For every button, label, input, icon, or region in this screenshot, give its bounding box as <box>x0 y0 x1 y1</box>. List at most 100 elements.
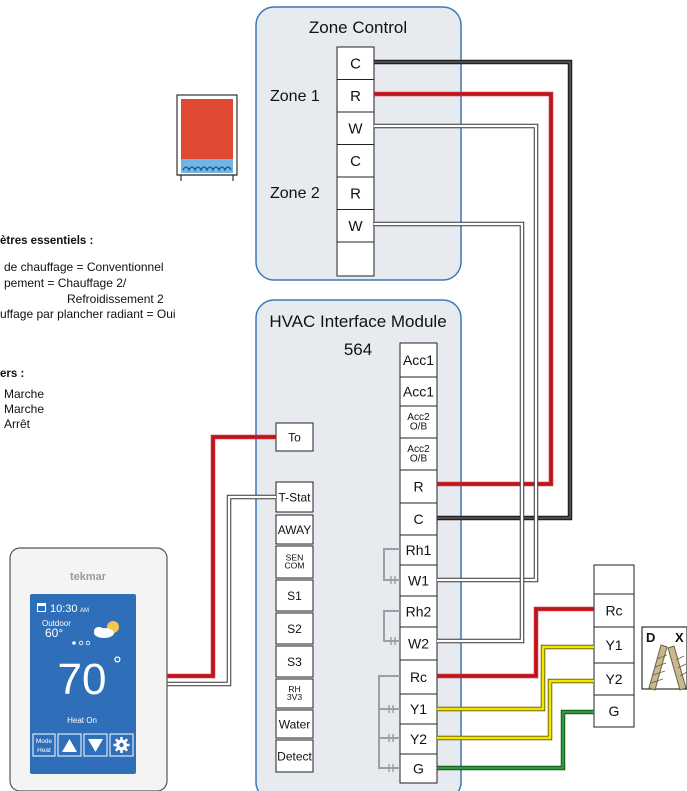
wires <box>167 59 594 771</box>
settings-line-4: uffage par plancher radiant = Oui <box>0 307 176 321</box>
cooling-terminal-label: Rc <box>605 603 622 619</box>
hvac-right-terminal <box>399 626 438 661</box>
hvac-right-terminal <box>399 437 438 471</box>
zone-terminal <box>336 241 375 277</box>
hvac-right-terminal-label: O/B <box>410 454 428 465</box>
zone-2-label: Zone 2 <box>270 185 320 202</box>
hvac-left-terminal-label: COM <box>284 560 304 570</box>
hvac-right-terminal-strip: Acc1Acc1Acc2O/BAcc2O/BRCRh1W1Rh2W2RcY1Y2… <box>399 342 438 784</box>
hvac-right-terminal-label: R <box>413 479 423 495</box>
hvac-right-terminal-label: Rh1 <box>406 542 432 558</box>
boiler-body <box>181 99 233 159</box>
zone-terminal-label: R <box>350 186 361 203</box>
hvac-left-terminal-label: To <box>288 430 301 444</box>
setpoint-degree: ° <box>113 652 122 677</box>
hvac-left-terminal-label: Detect <box>277 749 312 763</box>
dx-label-x: X <box>675 630 684 645</box>
zone-control-title: Zone Control <box>309 18 407 37</box>
hvac-right-terminal-label: G <box>413 761 424 777</box>
hvac-right-terminal-label: Y1 <box>410 701 427 717</box>
dx-label-d: D <box>646 630 655 645</box>
switch-status-1: Marche <box>4 387 44 401</box>
settings-text: ètres essentiels : de chauffage = Conven… <box>0 235 176 431</box>
hvac-left-terminal-label: AWAY <box>278 523 312 537</box>
hvac-left-terminal <box>275 545 314 579</box>
cooling-terminal-label: Y1 <box>605 637 622 653</box>
hvac-left-terminal <box>275 612 314 645</box>
hvac-left-terminal-label: RH <box>288 684 300 694</box>
outdoor-temp: 60° <box>45 626 63 640</box>
switch-status-2: Marche <box>4 402 44 416</box>
outdoor-label: Outdoor <box>42 619 71 628</box>
zone-terminal-label: R <box>350 88 361 105</box>
setpoint-temp: 70 <box>58 655 107 704</box>
jumper-wire <box>383 610 400 642</box>
zone-terminal-label: W <box>348 121 363 138</box>
hvac-module-model: 564 <box>344 340 372 359</box>
hvac-left-terminal-label: T-Stat <box>278 490 311 504</box>
hvac-right-terminal <box>399 723 438 755</box>
thermostat-time: 10:30 <box>50 603 78 615</box>
settings-line-1: de chauffage = Conventionnel <box>4 260 164 274</box>
hvac-interface-module: HVAC Interface Module 564 Acc1Acc1Acc2O/… <box>255 299 462 791</box>
cooling-terminal-label: Y2 <box>605 671 622 687</box>
zone-terminal <box>336 46 375 80</box>
hvac-right-terminal-label: Acc1 <box>403 352 434 368</box>
partly-cloudy-icon <box>94 621 119 638</box>
zone-terminal-label: C <box>350 153 361 170</box>
page-indicator-dots <box>72 640 91 646</box>
terminal-jumpers <box>378 548 400 772</box>
dx-coil: D X <box>641 626 687 691</box>
hvac-left-terminal <box>275 422 314 452</box>
settings-button[interactable] <box>109 733 134 757</box>
calendar-icon <box>37 603 46 612</box>
hvac-right-terminal <box>399 376 438 407</box>
switches-heading: ers : <box>0 368 24 380</box>
hvac-right-terminal <box>399 595 438 628</box>
mode-label: Mode <box>36 738 53 745</box>
hvac-left-terminal <box>275 514 314 545</box>
cooling-terminal <box>593 694 635 728</box>
jumper-wire <box>383 548 400 581</box>
hvac-right-terminal-label: C <box>413 511 423 527</box>
thermostat-ampm: AM <box>80 608 89 614</box>
thermostat-screen <box>30 594 136 774</box>
zone-terminal-label: C <box>350 56 361 73</box>
up-arrow-icon <box>62 739 77 752</box>
boiler-wave-icon <box>182 166 232 172</box>
mode-value: Heat <box>37 747 51 754</box>
gear-icon <box>113 737 130 753</box>
hvac-left-terminal <box>275 645 314 678</box>
hvac-left-terminal-label: 3V3 <box>287 692 303 702</box>
hvac-right-terminal-label: Rh2 <box>406 604 432 620</box>
hvac-left-terminal <box>275 579 314 612</box>
hvac-left-terminal-label: S1 <box>287 589 302 603</box>
zone-terminal <box>336 111 375 145</box>
down-button[interactable] <box>83 733 108 757</box>
heat-status: Heat On <box>67 716 97 725</box>
switch-status-3: Arrêt <box>4 417 31 431</box>
cooling-terminal <box>593 564 635 595</box>
hvac-left-terminal-label: S3 <box>287 655 302 669</box>
thermostat-brand: tekmar <box>70 571 107 583</box>
hvac-left-terminal <box>275 709 314 739</box>
hvac-right-terminal-label: Acc2 <box>407 444 430 455</box>
hvac-left-terminal-label: Water <box>279 717 311 731</box>
cooling-terminal-label: G <box>609 703 620 719</box>
up-button[interactable] <box>57 733 82 757</box>
settings-heading: ètres essentiels : <box>0 235 93 247</box>
mode-button[interactable]: Mode Heat <box>32 733 56 757</box>
hvac-right-terminal-label: W1 <box>408 573 429 589</box>
thermostat: tekmar 10:30 AM Outdoor 60° 70 ° Heat On… <box>9 547 168 791</box>
hvac-right-terminal <box>399 753 438 784</box>
hvac-right-terminal <box>399 405 438 439</box>
zone-terminal-label: W <box>348 218 363 235</box>
boiler <box>176 94 238 181</box>
hvac-left-terminal <box>275 678 314 709</box>
hvac-left-terminal <box>275 739 314 773</box>
hvac-right-terminal-label: Y2 <box>410 731 427 747</box>
